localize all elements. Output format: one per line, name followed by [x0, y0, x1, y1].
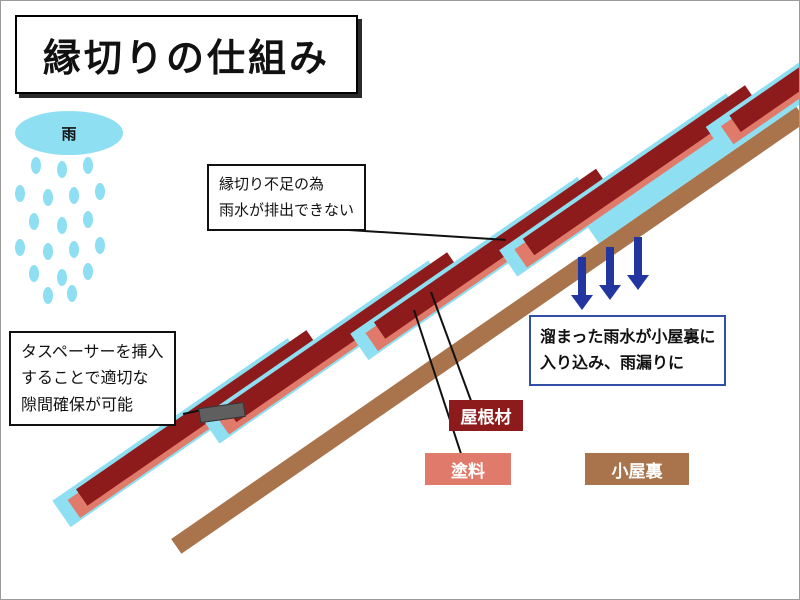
rain-drop-icon	[69, 241, 79, 258]
title-box: 縁切りの仕組み	[15, 15, 359, 94]
callout-leak: 溜まった雨水が小屋裏に 入り込み、雨漏りに	[529, 315, 727, 386]
water-arrow-down-icon	[571, 257, 593, 310]
water-arrow-down-icon	[627, 237, 649, 290]
callout-insufficient-line2: 雨水が排出できない	[219, 200, 355, 219]
callout-leak-line2: 入り込み、雨漏りに	[540, 353, 685, 373]
callout-tasupacer-line1: タスペーサーを挿入	[21, 342, 164, 361]
callout-leak-line1: 溜まった雨水が小屋裏に	[540, 327, 716, 346]
rain-drop-icon	[29, 213, 39, 230]
callout-tasupacer-line2: することで適切な	[21, 368, 149, 388]
callout-tasupacer-line3: 隙間確保が可能	[21, 394, 134, 414]
rain-drop-icon	[43, 287, 53, 304]
rain-drop-icon	[95, 183, 105, 200]
rain-drop-icon	[83, 263, 93, 280]
legend-roofing: 屋根材	[449, 400, 523, 431]
rain-drop-icon	[69, 187, 79, 204]
callout-insufficient-line1: 縁切り不足の為	[219, 175, 325, 193]
rain-drop-icon	[29, 265, 39, 282]
rain-drop-icon	[31, 157, 41, 174]
rain-drop-icon	[15, 239, 25, 256]
callout-insufficient: 縁切り不足の為 雨水が排出できない	[207, 164, 367, 231]
legend-paint: 塗料	[425, 453, 511, 485]
rain-drop-icon	[15, 185, 25, 202]
shingle-roofing-layer	[373, 168, 608, 339]
rain-label: 雨	[61, 124, 77, 143]
callout-tasupacer: タスペーサーを挿入 することで適切な 隙間確保が可能	[9, 331, 176, 427]
rain-drop-icon	[43, 189, 53, 206]
rain-drop-icon	[57, 217, 67, 234]
water-arrow-down-icon	[599, 247, 621, 300]
rain-drop-icon	[57, 269, 67, 286]
page-title: 縁切りの仕組み	[43, 36, 331, 80]
rain-drop-icon	[95, 237, 105, 254]
rain-drop-icon	[57, 161, 67, 178]
rain-cloud-icon: 雨	[15, 111, 123, 155]
rain-drop-icon	[67, 285, 77, 302]
rain-drop-icon	[83, 157, 93, 174]
rain-drop-icon	[83, 211, 93, 228]
legend-attic: 小屋裏	[585, 453, 689, 485]
rain-drop-icon	[43, 243, 53, 260]
